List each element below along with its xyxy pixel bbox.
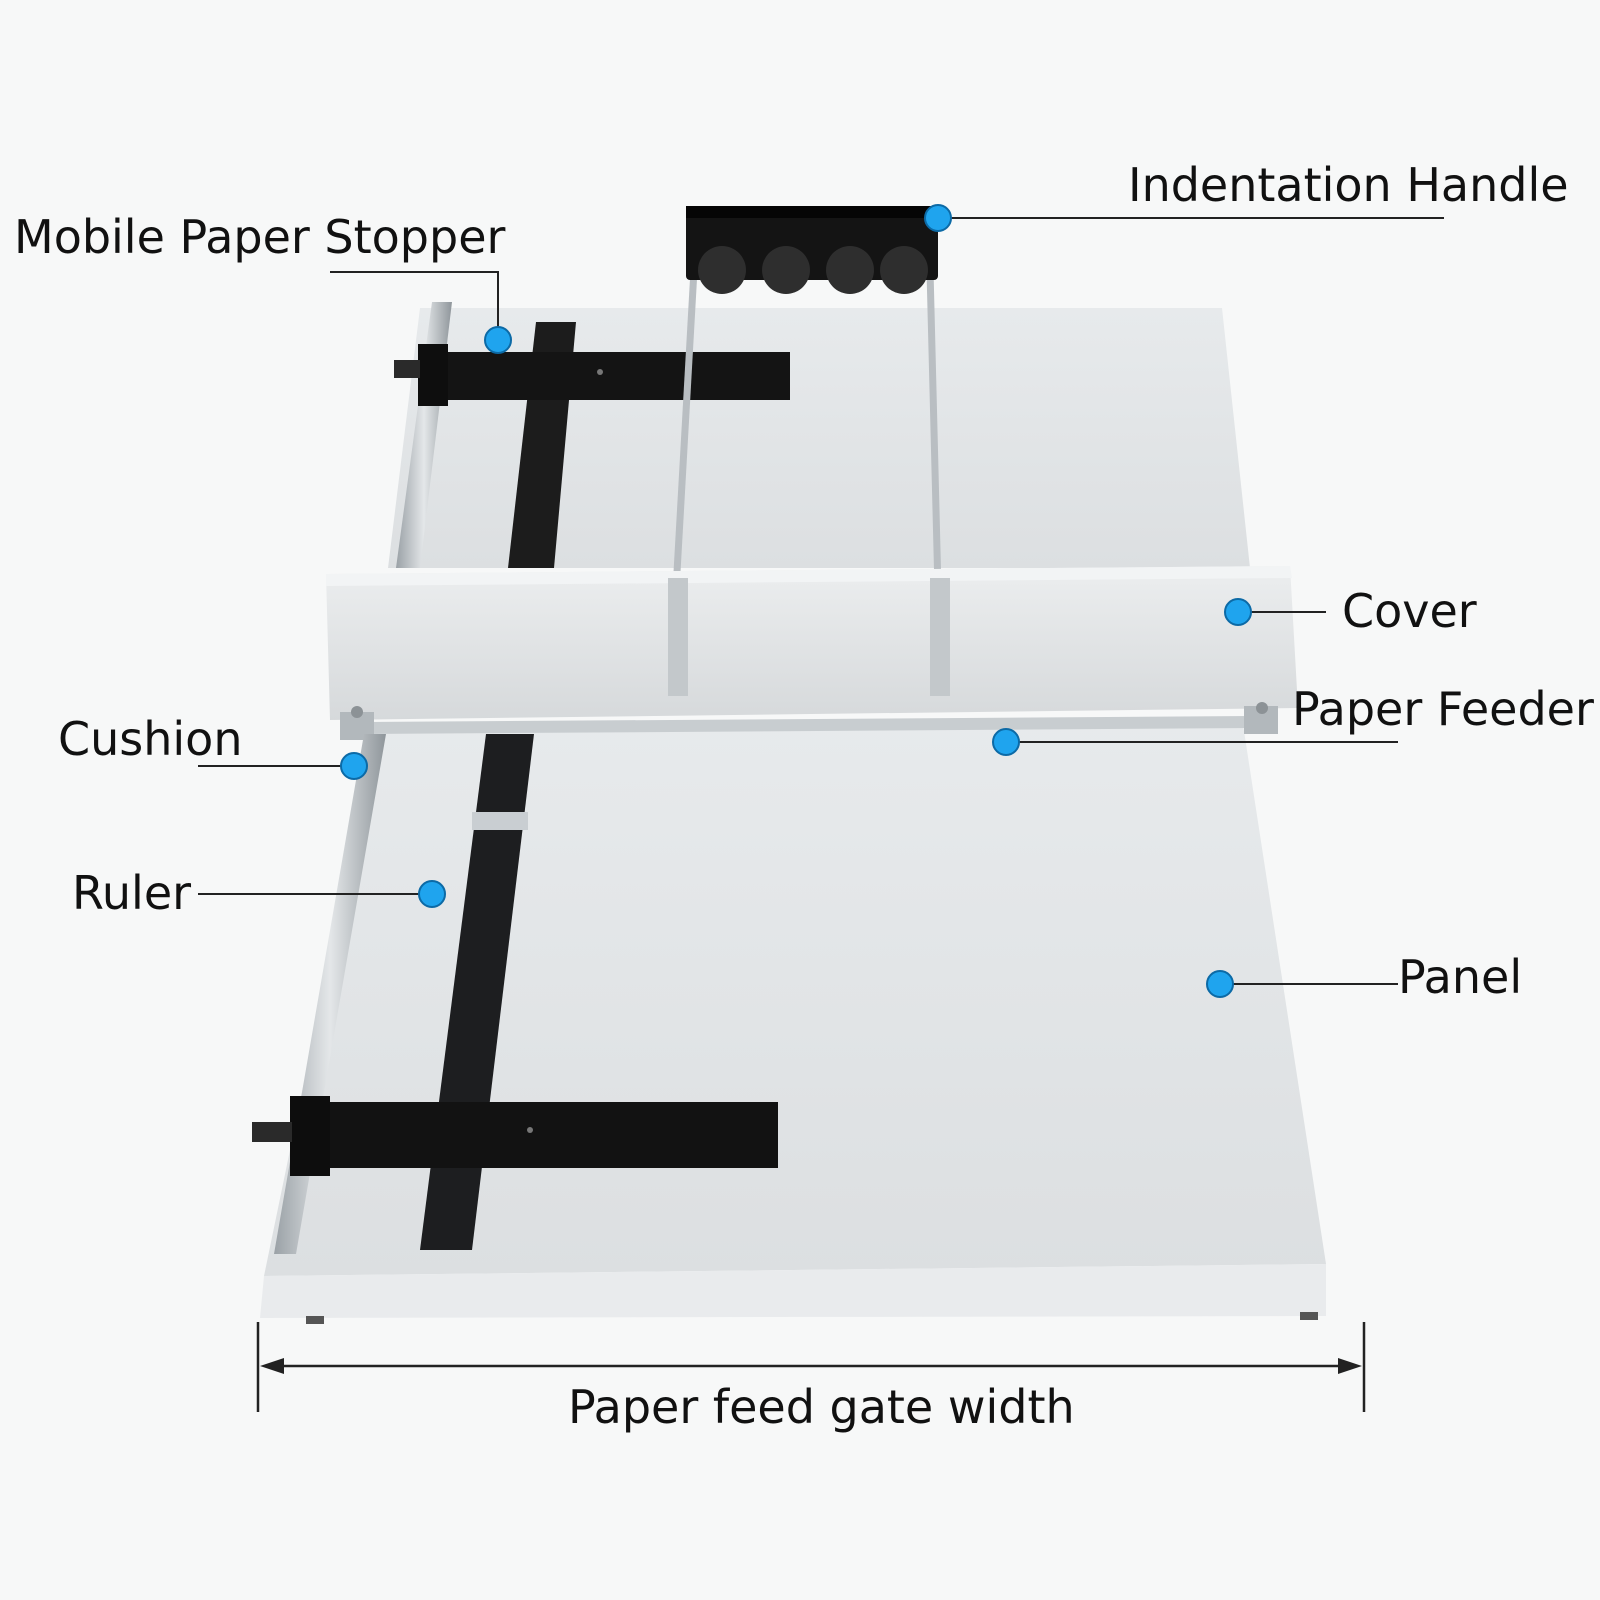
dot-ruler [418,880,446,908]
label-mobile-paper-stopper: Mobile Paper Stopper [14,210,506,264]
handle-rods [672,269,942,591]
callout-dots [340,204,1252,998]
lower-panel [260,718,1326,1324]
indentation-handle [686,206,938,294]
dot-paper-feeder [992,728,1020,756]
width-dimension-arrow [256,1322,1366,1412]
label-ruler: Ruler [72,866,192,920]
dot-mobile-paper-stopper [484,326,512,354]
dot-indentation-handle [924,204,952,232]
callout-lines [198,217,1444,985]
label-panel: Panel [1398,950,1523,1004]
paper-feeder-strip [370,716,1252,734]
mobile-paper-stopper [394,344,790,406]
label-paper-feed-gate-width: Paper feed gate width [568,1380,1075,1434]
dot-panel [1206,970,1234,998]
cover [326,566,1298,720]
label-cover: Cover [1342,584,1477,638]
dot-cushion [340,752,368,780]
label-paper-feeder: Paper Feeder [1292,682,1594,736]
label-cushion: Cushion [58,712,243,766]
lower-paper-stopper [252,1096,778,1176]
label-indentation-handle: Indentation Handle [1128,158,1569,212]
ruler-label-patch [472,812,528,830]
dot-cover [1224,598,1252,626]
